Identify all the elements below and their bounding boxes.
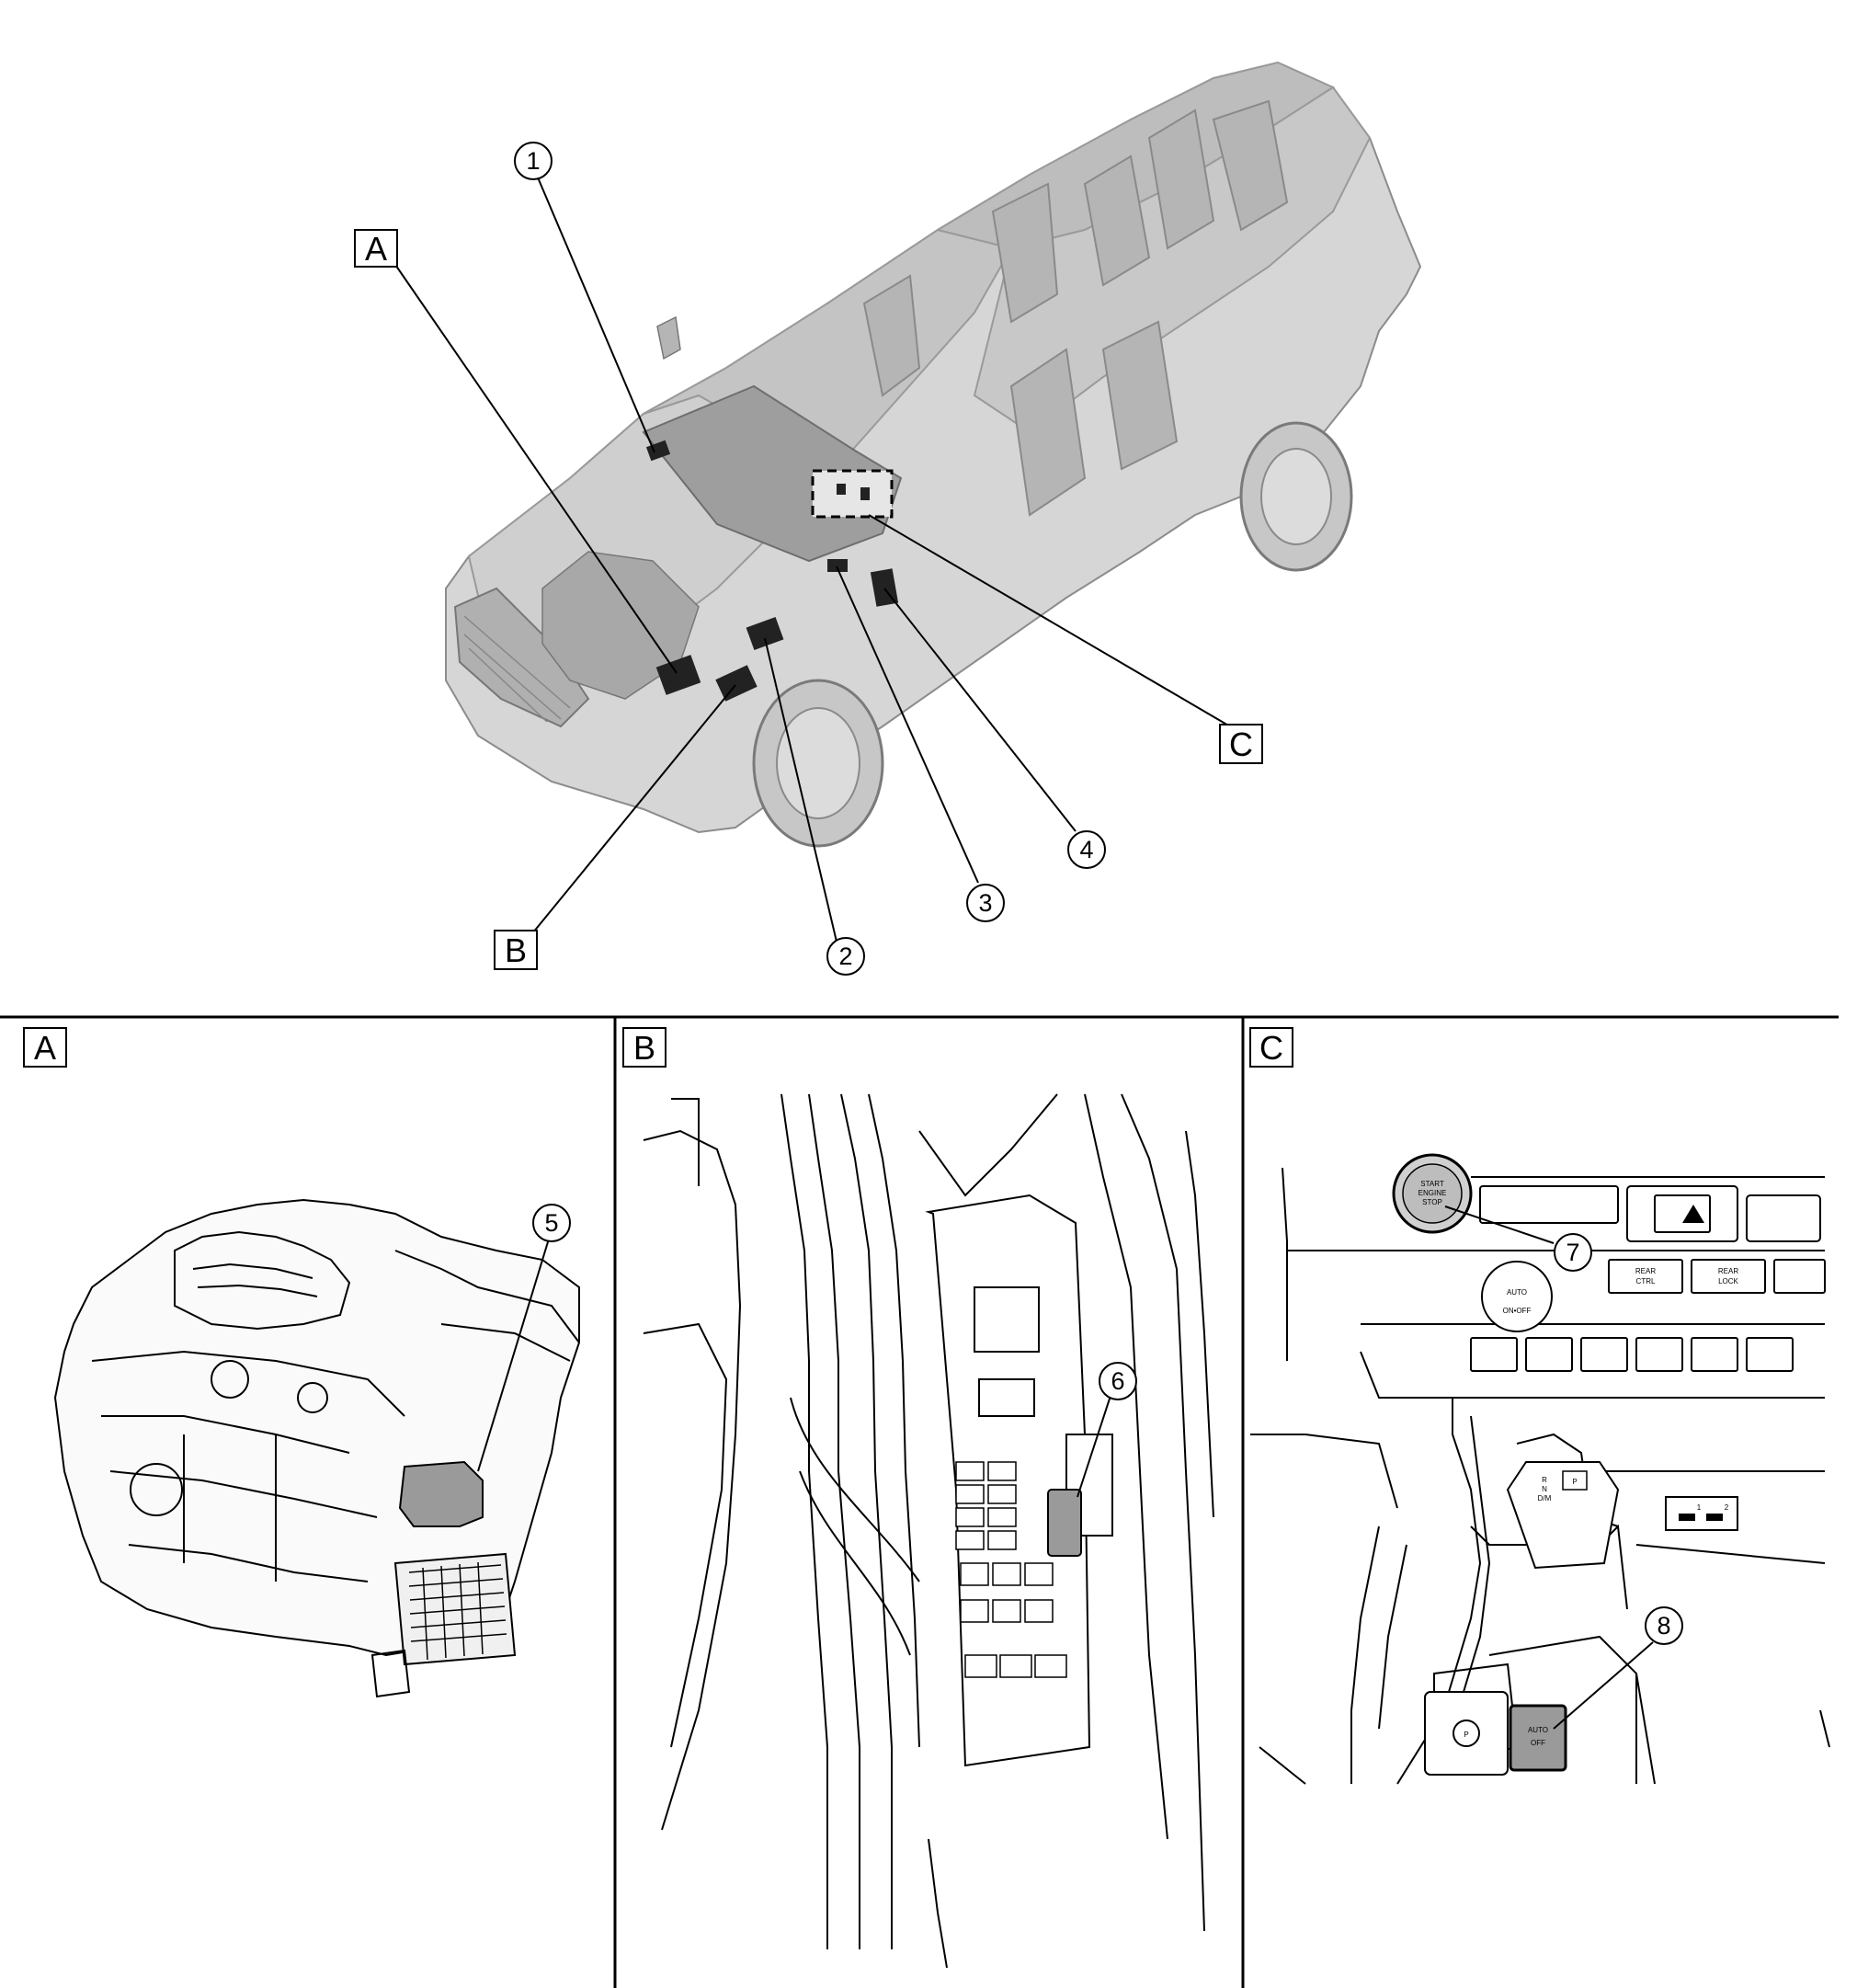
- svg-text:C: C: [1259, 1029, 1283, 1067]
- svg-text:A: A: [34, 1029, 56, 1067]
- svg-text:A: A: [365, 230, 387, 268]
- component-8-highlight: AUTO OFF: [1509, 1704, 1567, 1772]
- component-c-marker-a: [837, 484, 846, 495]
- callout-7-leader: [1444, 1205, 1555, 1244]
- vehicle-grille: [453, 587, 590, 728]
- view-label-b: B: [494, 930, 538, 970]
- svg-text:REAR: REAR: [1635, 1267, 1656, 1275]
- vehicle-rear-wheel: [1239, 421, 1353, 572]
- grille-lines: [463, 615, 571, 723]
- component-c-marker-b: [860, 487, 870, 500]
- svg-text:3: 3: [978, 889, 992, 917]
- svg-text:AUTO: AUTO: [1507, 1288, 1527, 1297]
- rear-ctrl-button: REAR CTRL: [1635, 1267, 1656, 1285]
- vehicle-overview: 1 2 3 4 A B C: [354, 61, 1422, 976]
- callout-7: 7: [1554, 1233, 1592, 1272]
- overview-leader-lines: [391, 177, 1231, 943]
- parking-brake-switch: P: [1424, 1691, 1509, 1776]
- callout-5-leader: [477, 1235, 551, 1472]
- svg-text:LOCK: LOCK: [1718, 1277, 1738, 1285]
- svg-text:6: 6: [1111, 1367, 1124, 1395]
- view-label-a: A: [354, 229, 398, 268]
- svg-text:C: C: [1229, 726, 1253, 763]
- svg-text:N: N: [1542, 1485, 1547, 1493]
- component-2-marker: [746, 616, 784, 651]
- svg-text:2: 2: [1725, 1503, 1729, 1512]
- svg-text:P: P: [1572, 1478, 1577, 1486]
- component-c-region: [811, 469, 894, 519]
- rear-lock-button: REAR LOCK: [1718, 1267, 1739, 1285]
- svg-text:2: 2: [838, 943, 852, 970]
- svg-text:R: R: [1542, 1476, 1547, 1484]
- panel-a: A: [23, 1027, 580, 1698]
- svg-text:B: B: [505, 931, 527, 969]
- svg-text:D/M: D/M: [1538, 1494, 1552, 1502]
- svg-text:REAR: REAR: [1718, 1267, 1738, 1275]
- svg-text:STOP: STOP: [1422, 1198, 1442, 1206]
- svg-text:B: B: [633, 1029, 655, 1067]
- console-top-row: [1470, 1185, 1826, 1372]
- panel-a-label: A: [23, 1027, 67, 1068]
- start-stop-button: START ENGINE STOP: [1392, 1153, 1473, 1234]
- gear-selector: R N D/M P: [1506, 1461, 1620, 1570]
- vehicle-seats: [862, 99, 1289, 517]
- callout-2: 2: [826, 937, 865, 976]
- callout-1: 1: [514, 142, 553, 180]
- svg-text:4: 4: [1079, 836, 1093, 863]
- engine-illustration: [53, 1198, 580, 1698]
- svg-text:OFF: OFF: [1531, 1739, 1545, 1747]
- component-b-marker: [715, 665, 758, 702]
- panel-c-label: C: [1249, 1027, 1293, 1068]
- component-6-highlight: [1047, 1489, 1082, 1557]
- svg-text:AUTO: AUTO: [1528, 1726, 1548, 1734]
- callout-4: 4: [1067, 830, 1106, 869]
- panel-b: B: [622, 1027, 1214, 1969]
- vehicle-front-wheel: [752, 679, 884, 848]
- vehicle-mirror: [656, 315, 681, 360]
- panel-frame: [0, 1015, 1839, 1988]
- svg-text:1: 1: [526, 147, 540, 175]
- callout-3: 3: [966, 884, 1005, 922]
- component-3-marker: [827, 559, 848, 572]
- climate-dial: AUTO ON•OFF: [1481, 1261, 1553, 1332]
- console-lines: [1250, 1167, 1830, 1785]
- hazard-icon: [1682, 1205, 1704, 1223]
- svg-text:1: 1: [1697, 1503, 1702, 1512]
- harness-and-body-lines: [643, 1093, 1214, 1969]
- relay-box-fuses: [955, 1461, 1067, 1678]
- component-5-highlight: [398, 1460, 484, 1527]
- svg-text:CTRL: CTRL: [1636, 1277, 1656, 1285]
- svg-text:P: P: [1464, 1731, 1468, 1739]
- view-label-c: C: [1219, 724, 1263, 764]
- callout-6: 6: [1099, 1362, 1137, 1400]
- callout-6-leader: [1077, 1395, 1111, 1498]
- usb-ports: 1 2: [1665, 1496, 1738, 1531]
- panel-c: C: [1249, 1027, 1830, 1785]
- svg-text:8: 8: [1657, 1612, 1670, 1640]
- callout-8: 8: [1645, 1606, 1683, 1645]
- panel-b-label: B: [622, 1027, 666, 1068]
- svg-text:START: START: [1420, 1180, 1444, 1188]
- callout-5: 5: [532, 1204, 571, 1242]
- svg-text:ENGINE: ENGINE: [1418, 1189, 1447, 1197]
- callout-8-leader: [1553, 1641, 1654, 1730]
- svg-text:7: 7: [1566, 1239, 1579, 1266]
- svg-text:5: 5: [544, 1209, 558, 1237]
- component-a-marker: [655, 655, 701, 695]
- svg-text:ON•OFF: ON•OFF: [1503, 1307, 1532, 1315]
